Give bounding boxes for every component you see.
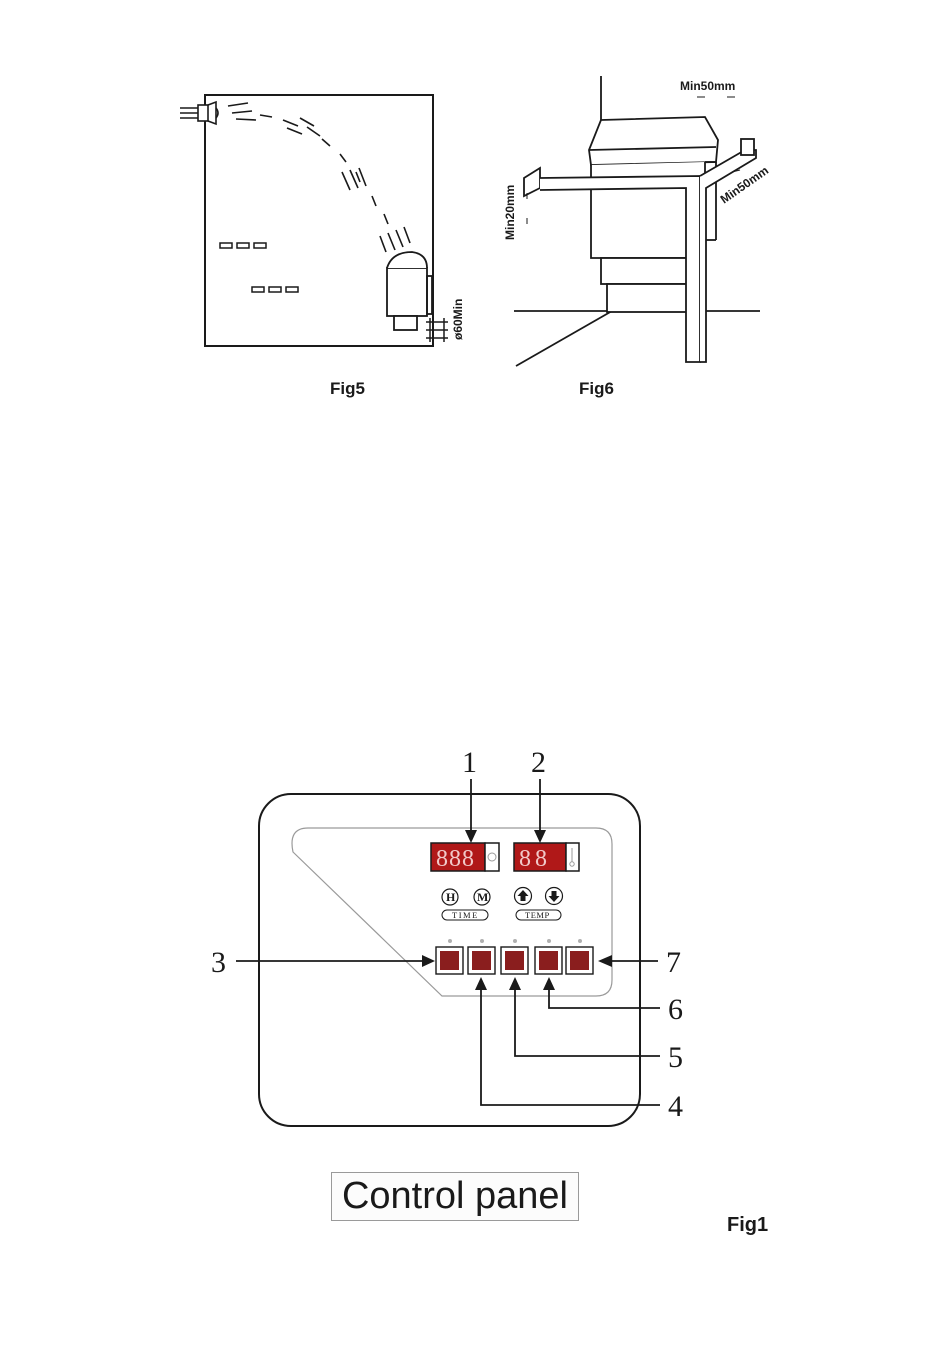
fig6-wall-clearance-label: Min20mm: [503, 185, 517, 240]
callout-6: 6: [668, 993, 683, 1026]
temp-group-label: TEMP: [525, 910, 550, 920]
up-arrow-icon: [515, 888, 532, 905]
fig5-dimension-label: ø60Min: [451, 299, 465, 340]
time-display: 888: [431, 843, 499, 872]
callout-2: 2: [531, 746, 546, 779]
button-power[interactable]: [436, 947, 463, 974]
temp-display-digits: 88: [519, 846, 551, 872]
fig1-caption: Fig1: [727, 1214, 768, 1236]
button-temp-up[interactable]: [535, 947, 562, 974]
fig5-outlet-vent: [426, 318, 448, 342]
callout-4: 4: [668, 1090, 683, 1123]
minutes-glyph: M: [474, 889, 490, 905]
fig5-airflow: [228, 103, 410, 252]
time-display-digits: 888: [436, 846, 475, 872]
callout-3: 3: [211, 946, 226, 979]
button-temp-down[interactable]: [566, 947, 593, 974]
fig5-caption: Fig5: [330, 379, 365, 398]
fig5-inlet-vent: [180, 102, 218, 124]
fig5-diagram: [180, 95, 448, 346]
callout-7: 7: [666, 946, 681, 979]
fig5-bench-upper: [220, 243, 266, 248]
fig5-bench-lower: [252, 287, 298, 292]
down-arrow-icon: [546, 888, 563, 905]
button-hours[interactable]: [468, 947, 495, 974]
hours-glyph-letter: H: [446, 890, 456, 904]
callout-1: 1: [462, 746, 477, 779]
control-panel-label: Control panel: [331, 1172, 579, 1221]
fig5-heater: [387, 252, 432, 330]
fig6-diagram: [514, 76, 760, 366]
hours-glyph: H: [442, 889, 458, 905]
fig6-floor-corner: [516, 311, 612, 366]
fig6-caption: Fig6: [579, 379, 614, 398]
button-minutes[interactable]: [501, 947, 528, 974]
callout-5: 5: [668, 1041, 683, 1074]
minutes-glyph-letter: M: [477, 890, 488, 904]
fig6-top-clearance-label: Min50mm: [680, 79, 735, 93]
temp-display: 88: [514, 843, 579, 872]
control-panel: 888 88 H M TIME: [259, 794, 640, 1126]
time-group-label: TIME: [452, 910, 479, 920]
